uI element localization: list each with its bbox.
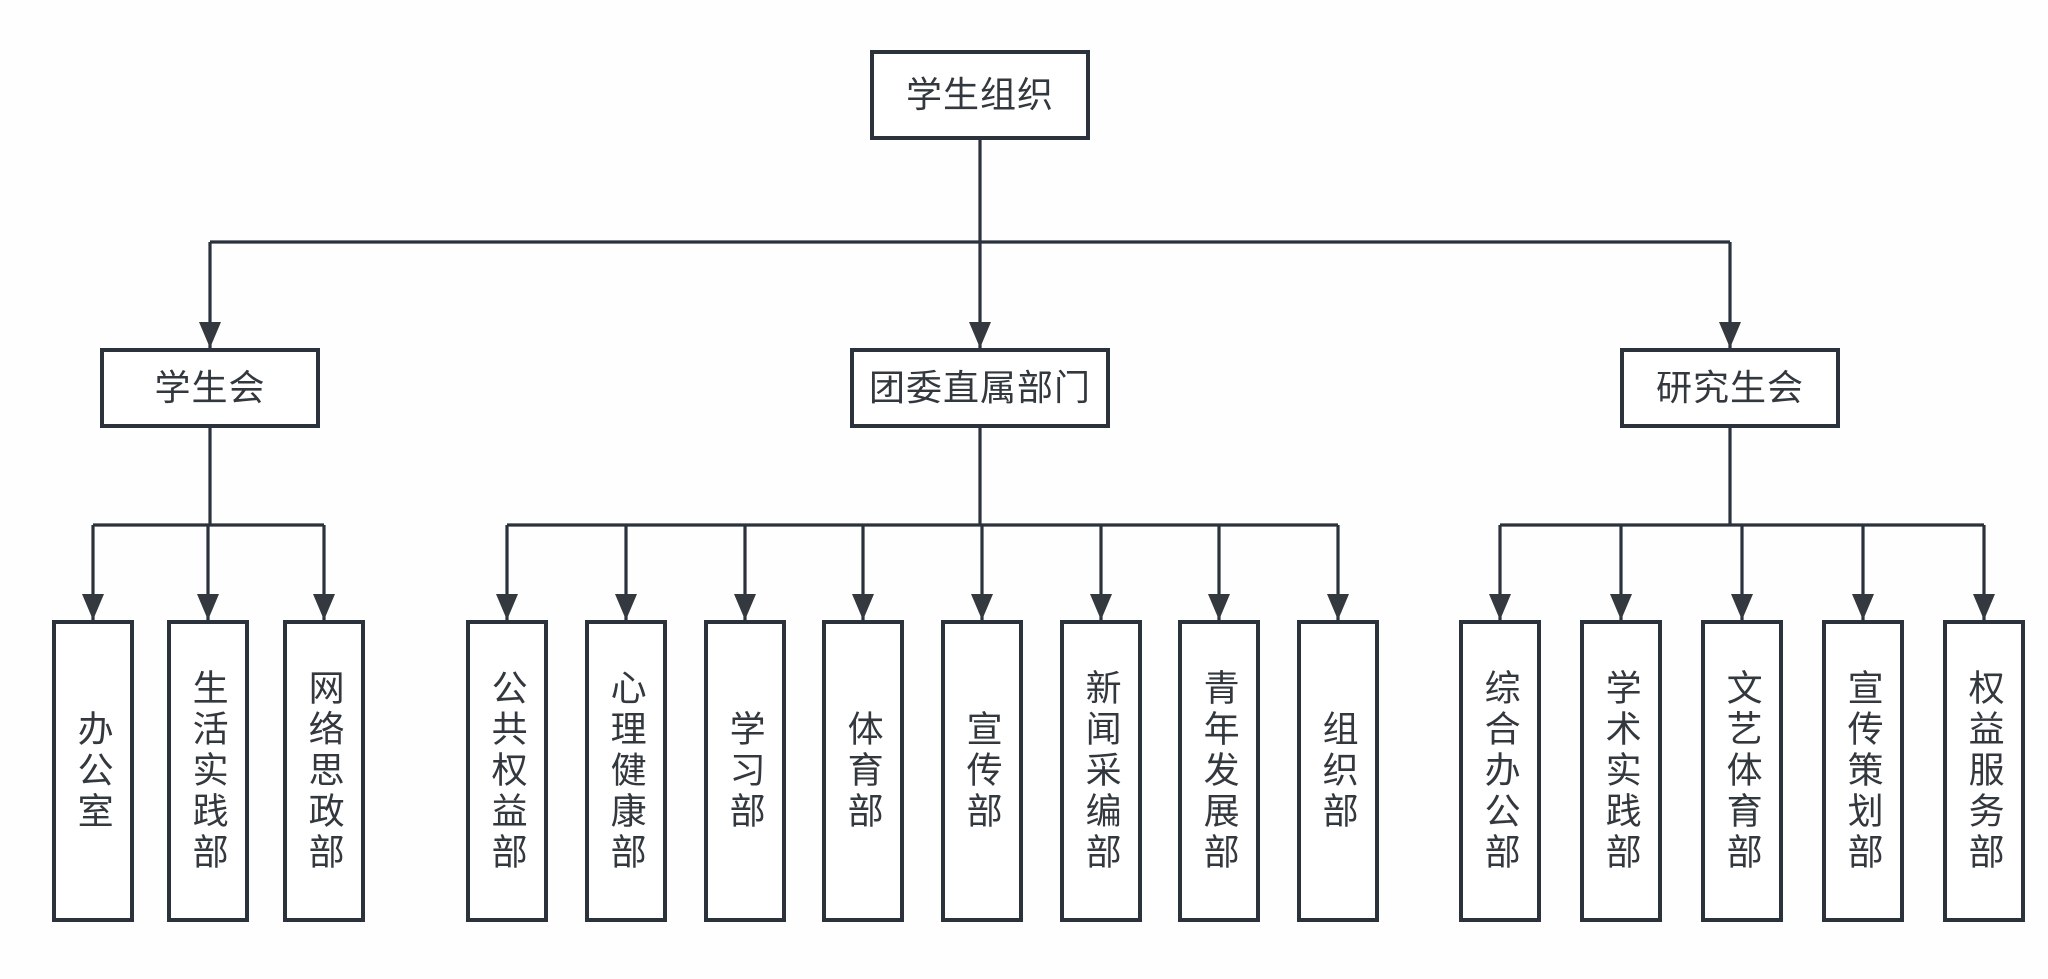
arrow-down-icon-division-3 (1719, 322, 1741, 348)
arrow-down-icon-department-3-1 (1489, 594, 1511, 620)
org-node-division-2[interactable]: 团委直属部门 (850, 348, 1110, 428)
arrow-down-icon-department-1-2 (197, 594, 219, 620)
org-node-department-3-2-label: 学术实践部 (1600, 668, 1642, 874)
org-node-division-3-label: 研究生会 (1655, 367, 1804, 409)
org-node-department-1-3-label: 网络思政部 (303, 668, 345, 874)
org-node-root[interactable]: 学生组织 (870, 50, 1090, 140)
org-node-root-label: 学生组织 (905, 74, 1054, 116)
org-node-division-3[interactable]: 研究生会 (1620, 348, 1840, 428)
org-node-department-3-5[interactable]: 权益服务部 (1943, 620, 2025, 922)
arrow-down-icon-department-3-4 (1852, 594, 1874, 620)
arrow-down-icon-department-2-8 (1327, 594, 1349, 620)
org-node-department-2-7-label: 青年发展部 (1198, 668, 1240, 874)
org-node-department-3-3-label: 文艺体育部 (1721, 668, 1763, 874)
org-node-department-2-5-label: 宣传部 (961, 709, 1003, 833)
org-node-department-3-3[interactable]: 文艺体育部 (1701, 620, 1783, 922)
arrow-down-icon-department-3-5 (1973, 594, 1995, 620)
org-node-department-3-2[interactable]: 学术实践部 (1580, 620, 1662, 922)
arrow-down-icon-division-1 (199, 322, 221, 348)
org-node-department-2-8-label: 组织部 (1317, 709, 1359, 833)
org-node-department-3-1[interactable]: 综合办公部 (1459, 620, 1541, 922)
arrow-down-icon-department-1-3 (313, 594, 335, 620)
org-node-department-2-7[interactable]: 青年发展部 (1178, 620, 1260, 922)
org-node-department-2-2[interactable]: 心理健康部 (585, 620, 667, 922)
org-node-department-2-6[interactable]: 新闻采编部 (1060, 620, 1142, 922)
org-node-department-2-3-label: 学习部 (724, 709, 766, 833)
org-node-department-1-1-label: 办公室 (72, 709, 114, 833)
arrow-down-icon-division-2 (969, 322, 991, 348)
org-node-department-2-6-label: 新闻采编部 (1080, 668, 1122, 874)
org-node-department-2-8[interactable]: 组织部 (1297, 620, 1379, 922)
org-node-department-2-5[interactable]: 宣传部 (941, 620, 1023, 922)
org-node-division-1-label: 学生会 (154, 367, 266, 409)
org-node-department-1-3[interactable]: 网络思政部 (283, 620, 365, 922)
org-node-department-2-4-label: 体育部 (842, 709, 884, 833)
org-node-department-1-2[interactable]: 生活实践部 (167, 620, 249, 922)
org-node-department-3-4[interactable]: 宣传策划部 (1822, 620, 1904, 922)
arrow-down-icon-department-3-2 (1610, 594, 1632, 620)
org-node-division-2-label: 团委直属部门 (868, 367, 1091, 409)
org-node-division-1[interactable]: 学生会 (100, 348, 320, 428)
org-node-department-2-1[interactable]: 公共权益部 (466, 620, 548, 922)
org-node-department-2-4[interactable]: 体育部 (822, 620, 904, 922)
org-node-department-2-3[interactable]: 学习部 (704, 620, 786, 922)
arrow-down-icon-department-2-6 (1090, 594, 1112, 620)
arrow-down-icon-department-2-2 (615, 594, 637, 620)
arrow-down-icon-department-2-1 (496, 594, 518, 620)
org-node-department-3-1-label: 综合办公部 (1479, 668, 1521, 874)
org-node-department-1-2-label: 生活实践部 (187, 668, 229, 874)
org-node-department-2-1-label: 公共权益部 (486, 668, 528, 874)
org-node-department-3-4-label: 宣传策划部 (1842, 668, 1884, 874)
arrow-down-icon-department-1-1 (82, 594, 104, 620)
arrow-down-icon-department-2-5 (971, 594, 993, 620)
org-node-department-2-2-label: 心理健康部 (605, 668, 647, 874)
arrow-down-icon-department-3-3 (1731, 594, 1753, 620)
arrow-down-icon-department-2-3 (734, 594, 756, 620)
arrow-down-icon-department-2-4 (852, 594, 874, 620)
arrow-down-icon-department-2-7 (1208, 594, 1230, 620)
org-node-department-3-5-label: 权益服务部 (1963, 668, 2005, 874)
org-node-department-1-1[interactable]: 办公室 (52, 620, 134, 922)
